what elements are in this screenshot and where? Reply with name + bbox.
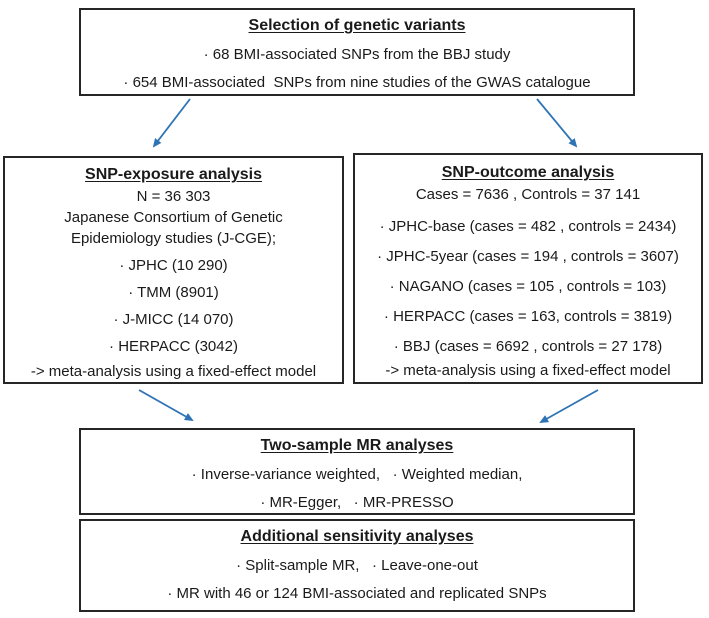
bullet-line: · 68 BMI-associated SNPs from the BBJ st…	[203, 46, 511, 63]
box-selection-of-genetic-variants: Selection of genetic variants · 68 BMI-a…	[79, 8, 635, 96]
bullet-line: · 654 BMI-associated SNPs from nine stud…	[123, 74, 591, 91]
bullet-line: · TMM (8901)	[128, 284, 219, 301]
bullet-line: · Inverse-variance weighted, · Weighted …	[191, 466, 523, 483]
box-title: Additional sensitivity analyses	[240, 528, 474, 545]
consortium-line: Japanese Consortium of Genetic	[64, 209, 283, 226]
bullet-line: · JPHC-5year (cases = 194 , controls = 3…	[377, 248, 679, 265]
box-additional-sensitivity-analyses: Additional sensitivity analyses · Split-…	[79, 519, 635, 612]
box-title: SNP-exposure analysis	[85, 166, 262, 183]
bullet-line: · JPHC (10 290)	[119, 257, 228, 274]
bullet-line: · MR-Egger, · MR-PRESSO	[260, 494, 454, 511]
bullet-line: · JPHC-base (cases = 482 , controls = 24…	[379, 218, 677, 235]
box-snp-outcome-analysis: SNP-outcome analysis Cases = 7636 , Cont…	[353, 153, 703, 384]
box-title: Selection of genetic variants	[248, 17, 466, 34]
cases-controls-line: Cases = 7636 , Controls = 37 141	[415, 186, 641, 203]
box-title: Two-sample MR analyses	[260, 437, 454, 454]
bullet-line: · NAGANO (cases = 105 , controls = 103)	[389, 278, 667, 295]
box-title: SNP-outcome analysis	[441, 164, 615, 181]
box-snp-exposure-analysis: SNP-exposure analysis N = 36 303 Japanes…	[3, 156, 344, 384]
bullet-line: · Split-sample MR, · Leave-one-out	[236, 557, 478, 574]
bullet-line: · HERPACC (cases = 163, controls = 3819)	[383, 308, 673, 325]
arrow-exposure-to-mr	[138, 389, 194, 421]
meta-analysis-line: -> meta-analysis using a fixed-effect mo…	[30, 363, 317, 380]
bullet-line: · J-MICC (14 070)	[113, 311, 234, 328]
bullet-line: · MR with 46 or 124 BMI-associated and r…	[167, 585, 547, 602]
bullet-line: · HERPACC (3042)	[109, 338, 238, 355]
meta-analysis-line: -> meta-analysis using a fixed-effect mo…	[385, 362, 671, 379]
consortium-line: Epidemiology studies (J-CGE);	[70, 230, 277, 247]
arrow-outcome-to-mr	[539, 389, 599, 423]
bullet-line: · BBJ (cases = 6692 , controls = 27 178)	[393, 338, 663, 355]
box-two-sample-mr-analyses: Two-sample MR analyses · Inverse-varianc…	[79, 428, 635, 515]
arrow-selection-to-exposure	[152, 98, 191, 148]
arrow-selection-to-outcome	[536, 98, 578, 148]
n-total-line: N = 36 303	[136, 188, 211, 205]
